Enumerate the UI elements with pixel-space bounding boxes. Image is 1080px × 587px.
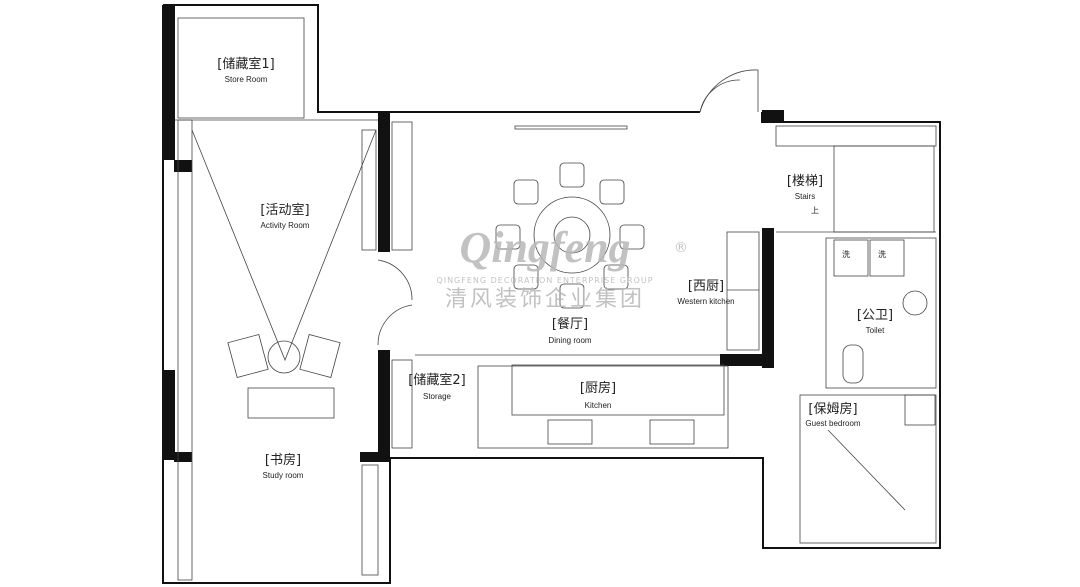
watermark-logo: Qingfeng: [459, 223, 630, 272]
washer-label: 洗: [878, 249, 886, 259]
svg-text:Study room: Study room: [263, 471, 304, 480]
room-western-kitchen: [西厨] Western kitchen: [677, 279, 734, 306]
washer-label: 洗: [842, 249, 850, 259]
room-toilet: [公卫] Toilet: [857, 308, 893, 335]
room-study: [书房] Study room: [263, 452, 304, 480]
svg-text:[保姆房]: [保姆房]: [808, 401, 857, 417]
stairs-up-label: 上: [811, 206, 819, 215]
dining-chairs: [495, 162, 645, 309]
svg-text:Dining room: Dining room: [548, 336, 591, 345]
watermark-cn: 清风装饰企业集团: [445, 287, 645, 312]
svg-text:[西厨]: [西厨]: [688, 279, 724, 294]
room-activity: [活动室] Activity Room: [260, 202, 309, 230]
svg-text:[餐厅]: [餐厅]: [552, 316, 588, 332]
svg-text:Storage: Storage: [423, 392, 452, 401]
svg-text:[厨房]: [厨房]: [580, 380, 616, 396]
room-guest-bedroom: [保姆房] Guest bedroom: [805, 401, 860, 428]
svg-text:Guest bedroom: Guest bedroom: [805, 419, 860, 428]
svg-text:Kitchen: Kitchen: [585, 401, 612, 410]
watermark-registered: ®: [674, 240, 688, 256]
outer-walls: [162, 4, 941, 584]
svg-text:Activity Room: Activity Room: [261, 221, 310, 230]
watermark: Qingfeng ® QINGFENG DECORATION ENTERPRIS…: [436, 223, 688, 312]
room-storage: [储藏室2] Storage: [408, 372, 465, 401]
watermark-en: QINGFENG DECORATION ENTERPRISE GROUP: [436, 276, 653, 285]
room-store-room: [储藏室1] Store Room: [217, 56, 274, 84]
svg-text:Store Room: Store Room: [225, 75, 268, 84]
svg-text:[活动室]: [活动室]: [260, 202, 309, 218]
svg-text:Stairs: Stairs: [795, 192, 815, 201]
svg-text:[储藏室2]: [储藏室2]: [408, 372, 465, 388]
svg-text:Western kitchen: Western kitchen: [677, 297, 734, 306]
room-stairs: [楼梯] Stairs: [787, 174, 823, 201]
room-kitchen: [厨房] Kitchen: [580, 380, 616, 410]
svg-text:[公卫]: [公卫]: [857, 308, 893, 323]
interior-lines: [175, 17, 937, 581]
svg-text:Toilet: Toilet: [866, 326, 885, 335]
room-dining: [餐厅] Dining room: [548, 316, 591, 345]
svg-text:[楼梯]: [楼梯]: [787, 174, 823, 189]
svg-text:[书房]: [书房]: [265, 452, 301, 468]
svg-text:[储藏室1]: [储藏室1]: [217, 56, 274, 72]
